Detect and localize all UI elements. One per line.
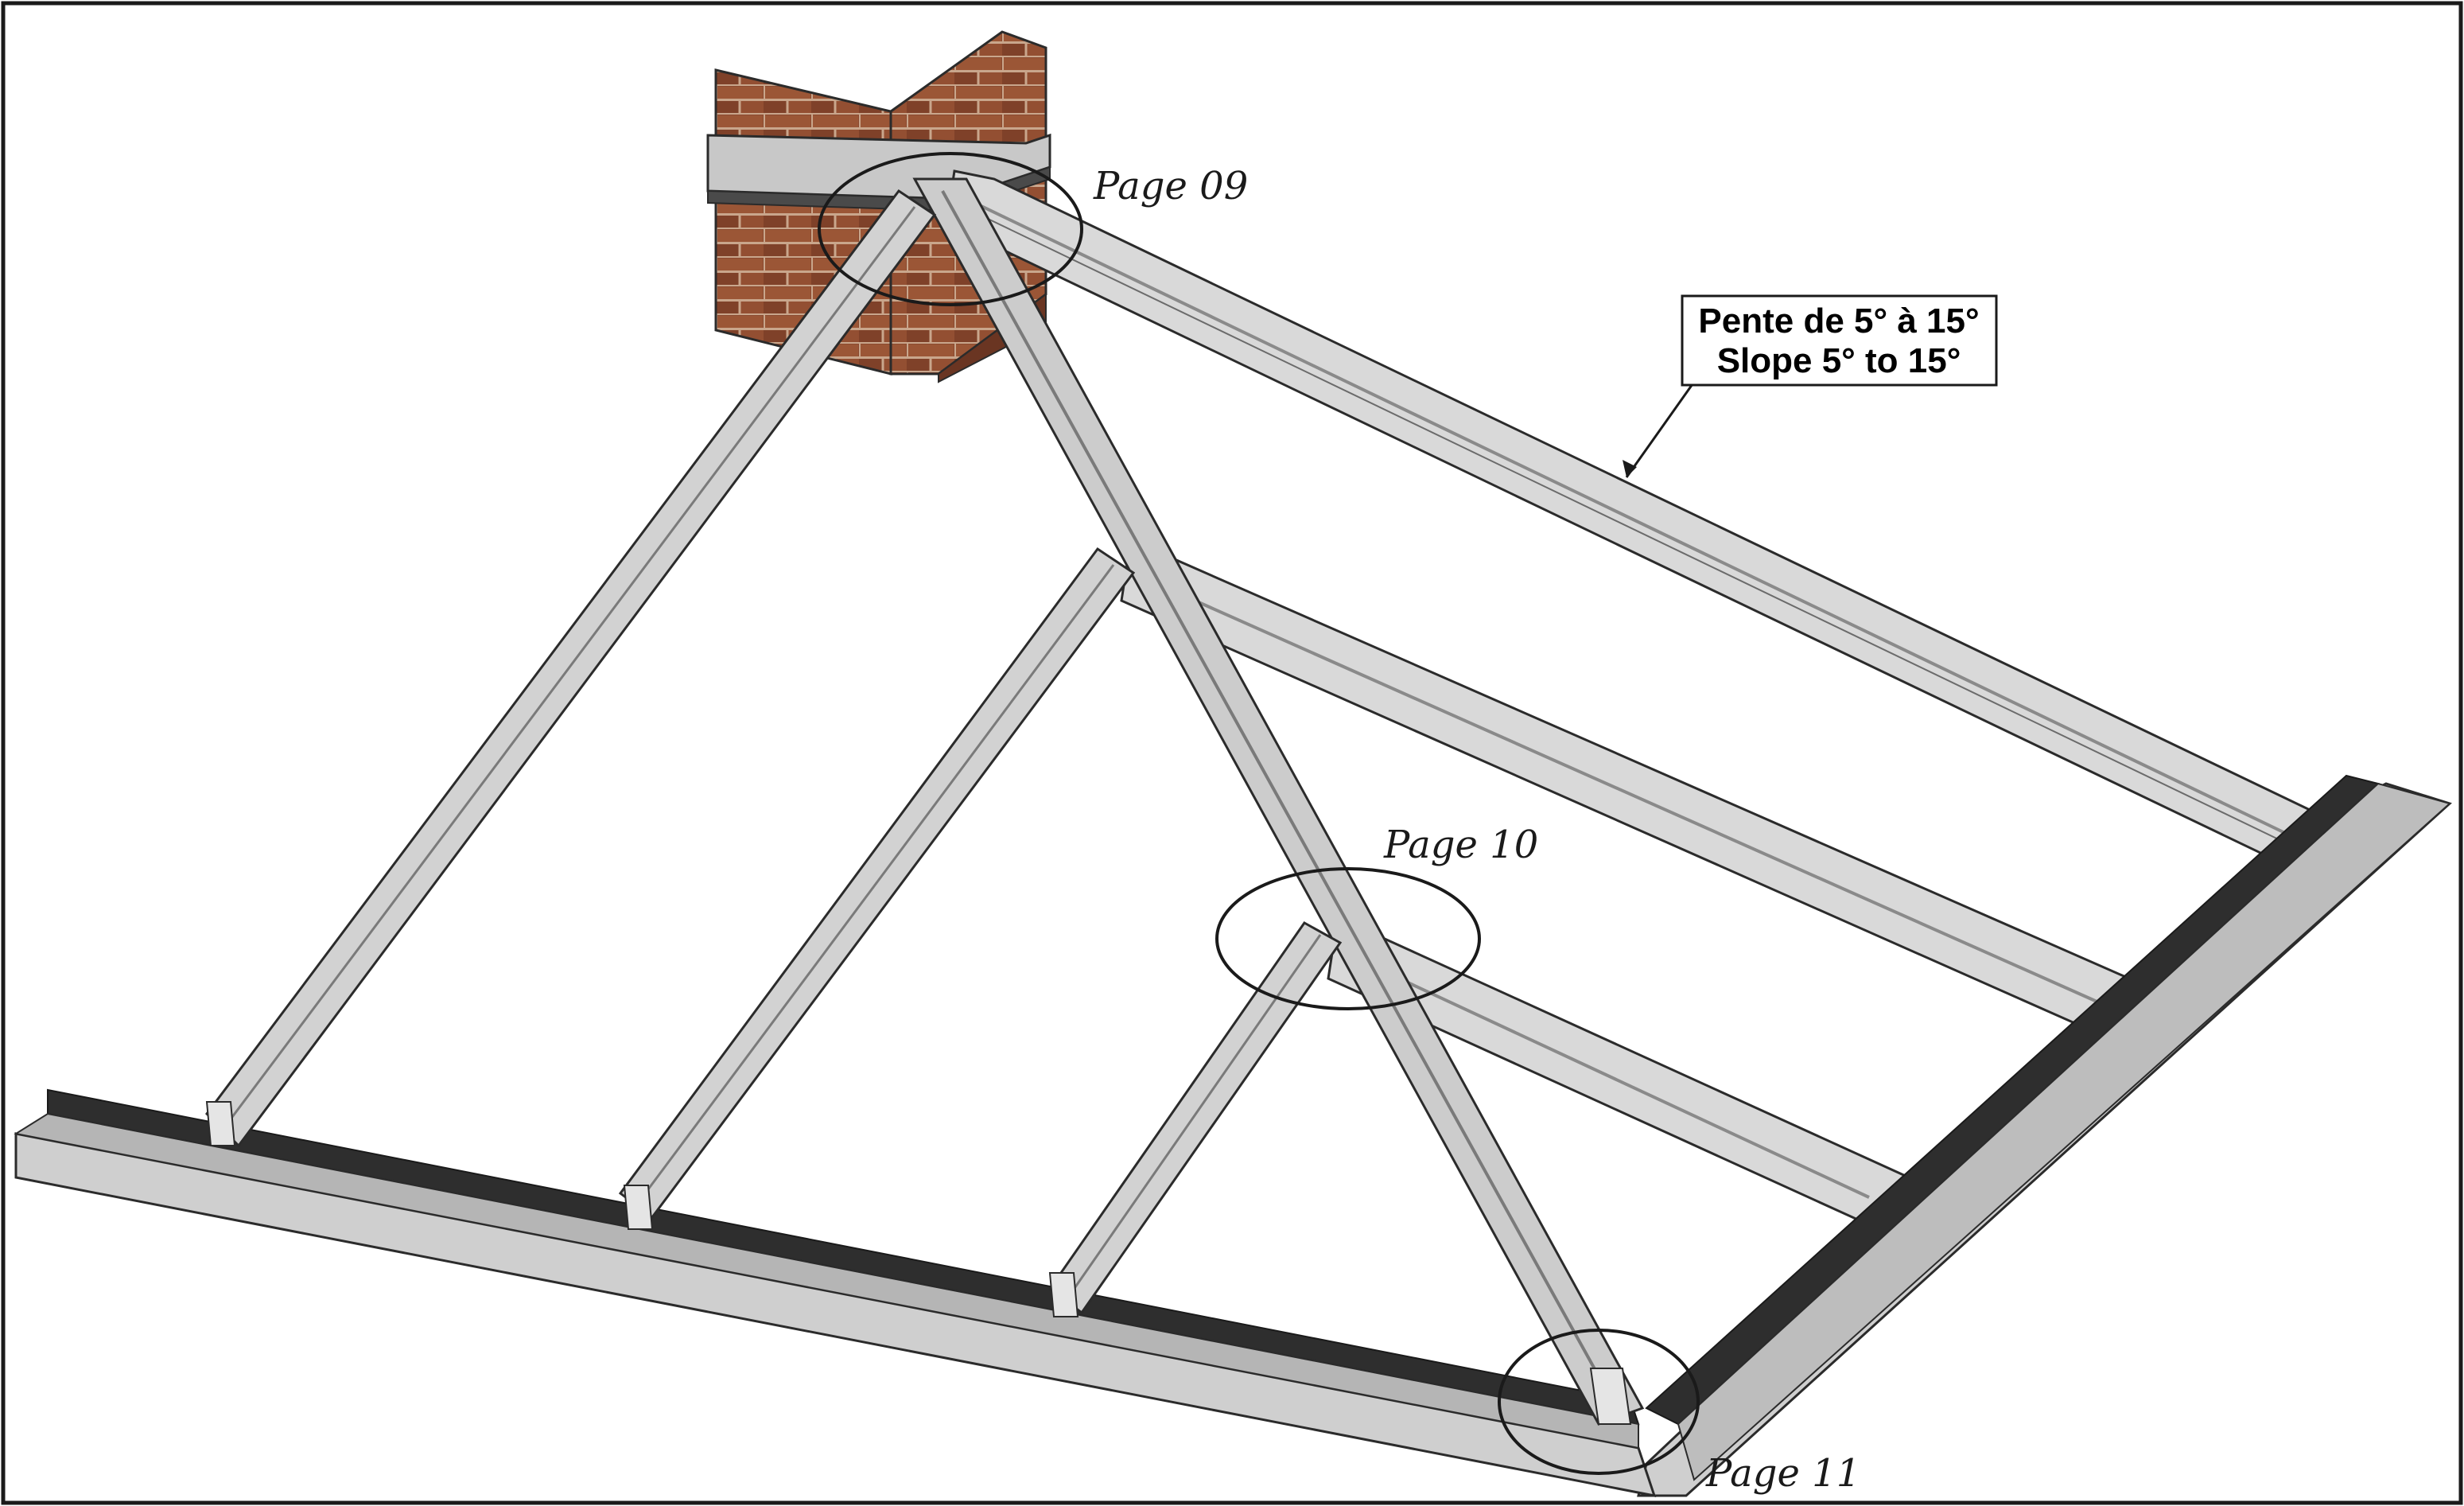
callout-circle-hip [1215, 867, 1481, 1010]
slope-label-line2: Slope 5° to 15° [1717, 341, 1961, 380]
slope-annotation: Pente de 5° à 15° Slope 5° to 15° [1623, 294, 1998, 478]
jack-rafter-lower [1047, 921, 1343, 1315]
callout-label-corner: Page 11 [1705, 1451, 1860, 1496]
jack-rafter-middle [618, 547, 1136, 1220]
callout-label-hip: Page 10 [1383, 823, 1538, 867]
callout-label-ridge: Page 09 [1093, 164, 1248, 208]
slope-label-box [1681, 294, 1998, 387]
slope-leader-arrow [1623, 460, 1637, 477]
eave-beam-right [1637, 774, 2452, 1497]
callout-circle-ridge [818, 152, 1083, 306]
eave-beam-front [14, 1088, 1657, 1497]
rafter-brackets [205, 1101, 1632, 1425]
callout-circle-corner [1498, 1329, 1700, 1475]
slope-leader-line [1625, 381, 1696, 478]
slope-label-line1: Pente de 5° à 15° [1698, 302, 1979, 341]
jack-rafter-left [205, 189, 937, 1148]
